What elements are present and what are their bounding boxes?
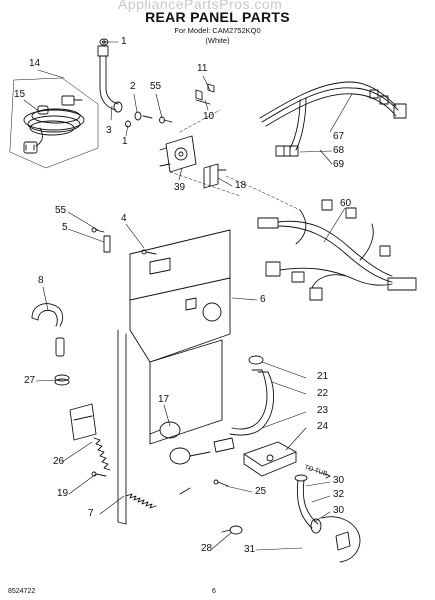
rear-panel-part: [117, 229, 231, 525]
callout-30-lower: 30: [333, 505, 345, 516]
callout-11: 11: [197, 63, 208, 74]
callout-4: 4: [121, 213, 127, 224]
doc-number: 8524722: [8, 588, 36, 595]
callout-17: 17: [158, 394, 170, 405]
callout-28: 28: [201, 543, 213, 554]
callout-68: 68: [333, 145, 345, 156]
callout-15: 15: [14, 89, 26, 100]
callout-1-top: 1: [121, 36, 127, 47]
callout-10: 10: [203, 111, 215, 122]
callout-7: 7: [88, 508, 94, 519]
wire-harness-upper: [259, 81, 407, 157]
pump-assembly-part: [243, 441, 297, 477]
callout-55-left: 55: [55, 205, 67, 216]
callout-60: 60: [340, 198, 352, 209]
callout-1-middle: 1: [122, 136, 128, 147]
dashed-guide-lines: [169, 109, 301, 211]
cap-part: [99, 38, 109, 46]
screw-19-part: [91, 471, 107, 477]
callout-69: 69: [333, 159, 345, 170]
callout-21: 21: [317, 371, 329, 382]
power-cord-part: [23, 95, 85, 154]
callout-26: 26: [53, 456, 65, 467]
callout-3: 3: [106, 125, 112, 136]
switch-part: [203, 163, 227, 189]
hose-part: [31, 303, 70, 386]
callout-22: 22: [317, 388, 329, 399]
mounting-screws: [91, 227, 157, 255]
washer-screw-parts: [125, 111, 173, 128]
color-line: (White): [205, 36, 230, 45]
drain-hose-part: [229, 355, 274, 436]
callout-30-upper: 30: [333, 475, 345, 486]
clip-parts: [195, 83, 215, 105]
callout-23: 23: [317, 405, 329, 416]
callout-6: 6: [260, 294, 266, 305]
model-line: For Model: CAM2752KQ0: [174, 26, 261, 35]
callout-19: 19: [57, 488, 69, 499]
callout-67: 67: [333, 131, 345, 142]
callout-55-top: 55: [150, 81, 162, 92]
inlet-tube-part: [97, 45, 123, 113]
callout-32: 32: [333, 489, 345, 500]
spring-7-part: [125, 487, 191, 509]
leader-lines: [23, 41, 353, 551]
clamp-28-part: [221, 525, 243, 535]
tub-hose-part: [294, 467, 361, 563]
pump-part: [149, 421, 235, 465]
callout-2: 2: [130, 81, 136, 92]
diagram-title: REAR PANEL PARTS: [145, 9, 290, 25]
callout-18: 18: [235, 180, 247, 191]
callout-8: 8: [38, 275, 44, 286]
wire-harness-lower: [257, 199, 417, 301]
screw-25-part: [213, 479, 229, 487]
callout-14: 14: [29, 58, 41, 69]
callout-39: 39: [174, 182, 186, 193]
callout-25: 25: [255, 486, 267, 497]
watermark: AppliancePartsPros.com: [118, 0, 283, 12]
callout-5: 5: [62, 222, 68, 233]
spring-bracket-part: [69, 403, 111, 471]
page-number: 6: [212, 588, 216, 595]
callout-31: 31: [244, 544, 256, 555]
timer-module-part: [159, 135, 197, 173]
callout-27: 27: [24, 375, 36, 386]
callout-24: 24: [317, 421, 329, 432]
